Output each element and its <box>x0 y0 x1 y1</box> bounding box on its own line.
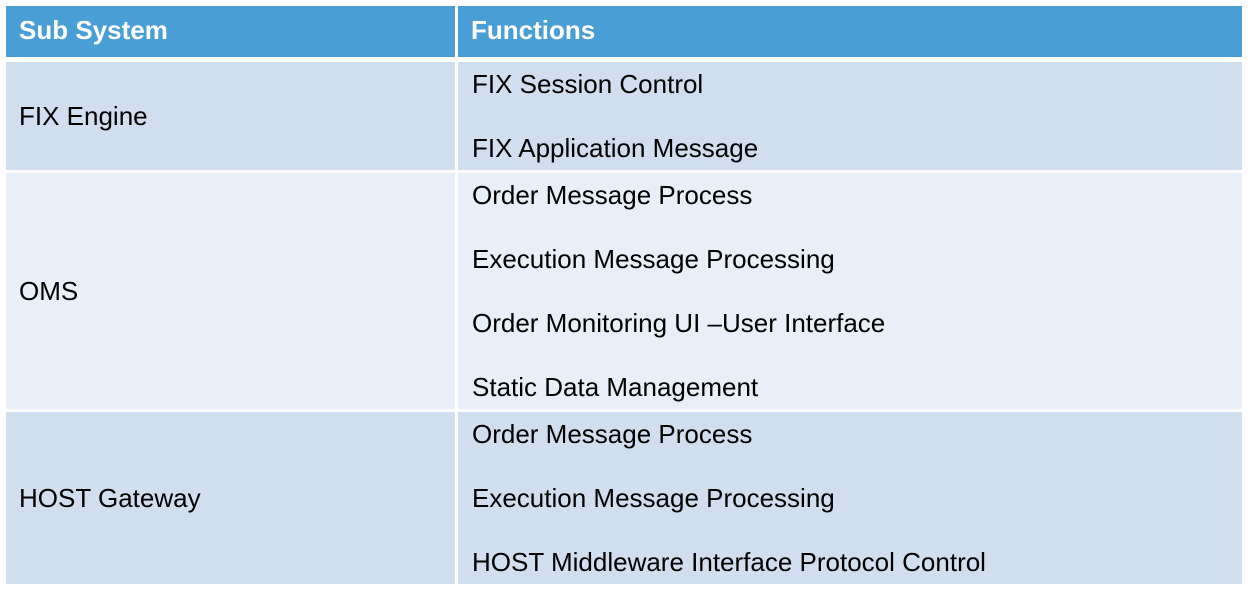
header-functions: Functions <box>458 6 1242 62</box>
function-item: Order Message Process <box>472 419 753 449</box>
function-item: Order Message Process <box>472 180 753 210</box>
function-item: Execution Message Processing <box>472 483 835 513</box>
subsystem-cell: FIX Engine <box>6 62 458 173</box>
function-item: FIX Session Control <box>472 69 704 99</box>
function-item: Static Data Management <box>472 372 759 402</box>
header-subsystem: Sub System <box>6 6 458 62</box>
subsystem-functions-table: Sub System Functions FIX Engine FIX Sess… <box>6 6 1242 584</box>
function-list: Order Message Process Execution Message … <box>458 412 1242 584</box>
subsystem-cell: HOST Gateway <box>6 412 458 584</box>
function-item: FIX Application Message <box>472 133 759 163</box>
function-list: Order Message Process Execution Message … <box>458 173 1242 409</box>
function-list: FIX Session Control FIX Application Mess… <box>458 62 1242 170</box>
functions-cell: Order Message Process Execution Message … <box>458 173 1242 412</box>
table-row: HOST Gateway Order Message Process Execu… <box>6 412 1242 584</box>
function-item: HOST Middleware Interface Protocol Contr… <box>472 547 986 577</box>
function-item: Execution Message Processing <box>472 244 835 274</box>
header-row: Sub System Functions <box>6 6 1242 62</box>
subsystem-cell: OMS <box>6 173 458 412</box>
table-row: FIX Engine FIX Session Control FIX Appli… <box>6 62 1242 173</box>
function-item: Order Monitoring UI –User Interface <box>472 308 886 338</box>
functions-cell: FIX Session Control FIX Application Mess… <box>458 62 1242 173</box>
functions-cell: Order Message Process Execution Message … <box>458 412 1242 584</box>
table-row: OMS Order Message Process Execution Mess… <box>6 173 1242 412</box>
